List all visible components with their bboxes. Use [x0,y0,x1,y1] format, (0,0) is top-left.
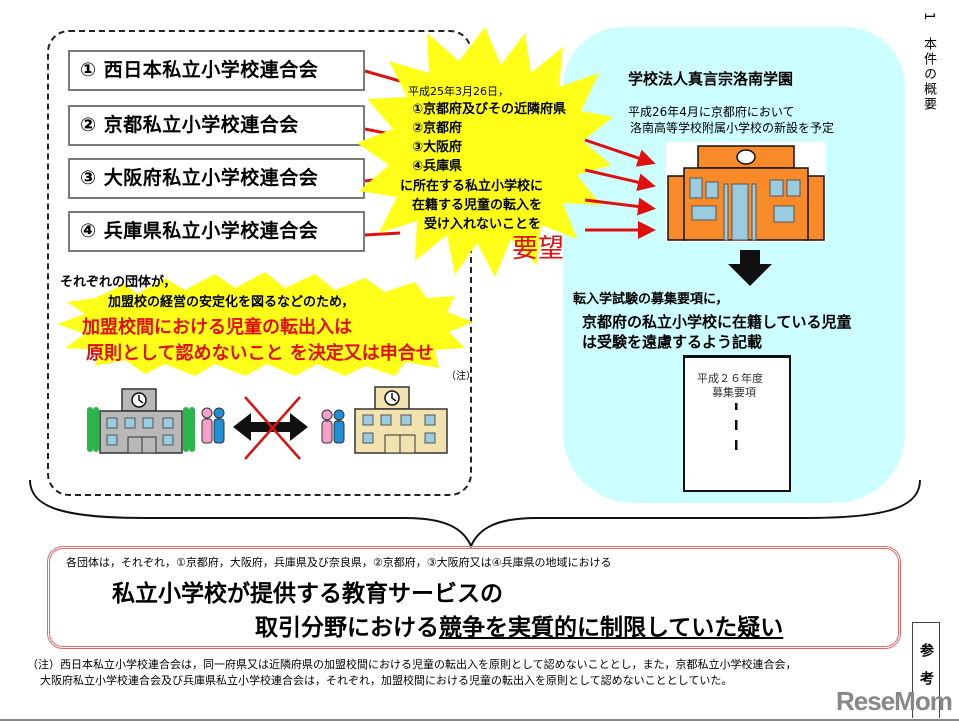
school-transfer-illustration [87,386,448,460]
plan-line-1: 平成26年4月に京都府において [628,105,795,119]
footnote-line-2: 大阪府私立小学校連合会及び兵庫県私立小学校連合会は，それぞれ，加盟校間における児… [40,674,733,687]
intro-line-1: それぞれの団体が， [60,275,177,290]
footer-divider [0,719,959,721]
conclusion-line-1: 私立小学校が提供する教育サービスの [112,581,503,607]
org-box-kyoto: ② 京都私立小学校連合会 [68,105,365,146]
conclusion-box [47,546,901,649]
conclusion-line-2: 取引分野における競争を実質的に制限していた疑い [255,608,783,642]
document-dash-lines [735,403,738,450]
org-box-hyogo: ④ 兵庫県私立小学校連合会 [68,211,365,252]
request-starburst [357,27,613,277]
intro-line-2: 加盟校の経営の安定化を図るなどのため， [108,295,355,310]
conclusion-line-2-emphasis: 競争を実質的に制限していた疑い [439,615,784,641]
request-line-3: 受け入れないことを [424,217,542,232]
request-item-4: ④兵庫県 [412,159,463,174]
curly-brace [29,479,921,548]
request-item-3: ③大阪府 [412,140,463,155]
conclusion-context: 各団体は，それぞれ，①京都府，大阪府，兵庫県及び奈良県，②京都府，③大阪府又は④… [66,556,612,569]
guideline-line-2: は受験を遠慮するよう記載 [582,333,763,351]
plan-line-2: 洛南高等学校附属小学校の新設を予定 [630,121,835,135]
school-corp-title: 学校法人真言宗洛南学園 [628,70,794,88]
request-line-1: に所在する私立小学校に [400,179,544,194]
down-arrow-icon [728,250,772,286]
footnote-line-1: （注）西日本私立小学校連合会は，同一府県又は近隣府県の加盟校間における児童の転出… [27,658,797,671]
request-item-2: ②京都府 [412,121,463,136]
new-school-building-icon [666,142,826,242]
decision-line-2: 原則として認めないこと を決定又は申合せ [86,343,434,364]
reference-label: 参考 [912,622,940,718]
request-line-2: 在籍する児童の転入を [412,198,543,213]
arrows-to-school [584,138,656,239]
guideline-intro: 転入学試験の募集要項に， [573,292,729,307]
request-item-1: ①京都府及びその近隣府県 [412,102,567,117]
request-date: 平成25年3月26日， [408,85,509,98]
document-line-1: 平成２６年度 [697,372,763,385]
document-line-2: 募集要項 [712,386,756,399]
decision-line-1: 加盟校間における児童の転出入は [82,317,352,338]
note-marker: （注） [446,371,476,382]
section-title: 1 本件の概要 [921,12,936,113]
request-word: 要望 [512,234,565,264]
conclusion-line-2-prefix: 取引分野における [255,615,439,641]
resemom-watermark: ReseMom [836,686,953,716]
decision-starburst [57,272,473,376]
associations-panel [47,30,472,496]
guideline-line-1: 京都府の私立小学校に在籍している児童 [582,313,852,331]
org-box-west-japan: ① 西日本私立小学校連合会 [68,50,365,91]
org-box-osaka: ③ 大阪府私立小学校連合会 [68,158,365,199]
